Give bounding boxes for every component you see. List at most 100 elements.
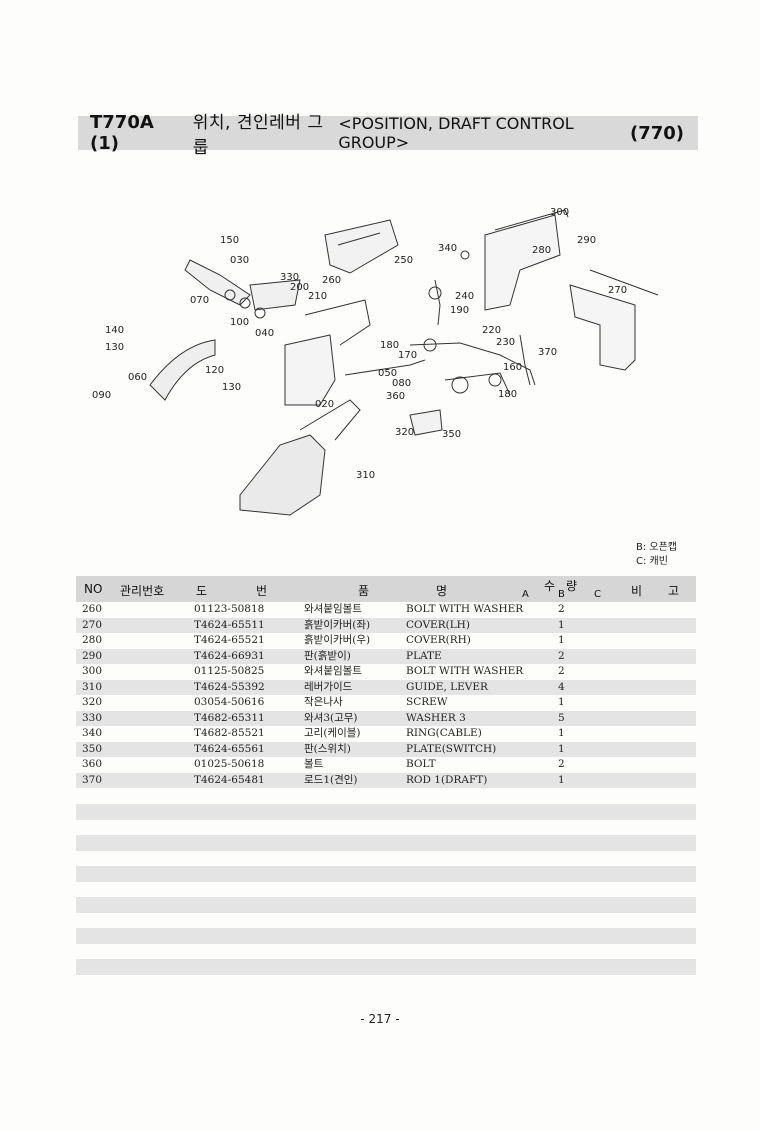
cell-qty: 1 bbox=[558, 696, 565, 708]
cell-part: T4682-85521 bbox=[194, 727, 265, 739]
cell-qty: 1 bbox=[558, 634, 565, 646]
empty-row bbox=[76, 804, 696, 820]
header-no: NO bbox=[84, 582, 103, 596]
callout-130: 130 bbox=[105, 342, 124, 353]
cell-name-kr: 와셔붙임볼트 bbox=[304, 665, 362, 677]
cell-name-en: BOLT bbox=[406, 758, 436, 770]
empty-row bbox=[76, 959, 696, 975]
callout-300: 300 bbox=[550, 207, 569, 218]
cell-qty: 2 bbox=[558, 758, 565, 770]
cell-qty: 1 bbox=[558, 773, 565, 786]
empty-row bbox=[76, 835, 696, 851]
empty-row bbox=[76, 866, 696, 882]
header-drawing-1: 도 bbox=[196, 584, 208, 598]
cell-name-kr: 고리(케이블) bbox=[304, 727, 361, 739]
cell-part: 03054-50616 bbox=[194, 696, 265, 708]
cell-name-en: BOLT WITH WASHER bbox=[406, 665, 524, 677]
cell-name-kr: 와셔붙임볼트 bbox=[304, 603, 362, 615]
cell-no: 270 bbox=[82, 618, 103, 631]
cell-qty: 2 bbox=[558, 649, 565, 662]
cell-name-kr: 흙받이카버(우) bbox=[304, 634, 371, 646]
callout-360: 360 bbox=[386, 391, 405, 402]
empty-row bbox=[76, 897, 696, 913]
cell-part: T4624-65521 bbox=[194, 634, 265, 646]
callout-370: 370 bbox=[538, 347, 557, 358]
cell-name-en: SCREW bbox=[406, 696, 448, 708]
cell-no: 360 bbox=[82, 758, 103, 770]
table-row: 280 T4624-65521 흙받이카버(우) COVER(RH) 1 bbox=[76, 633, 696, 649]
cell-no: 370 bbox=[82, 773, 103, 786]
cell-name-kr: 판(흙받이) bbox=[304, 649, 351, 662]
cell-name-en: PLATE bbox=[406, 649, 442, 662]
callout-190: 190 bbox=[450, 305, 469, 316]
cell-name-en: ROD 1(DRAFT) bbox=[406, 773, 488, 786]
cell-no: 280 bbox=[82, 634, 103, 646]
section-title-kr: 위치, 견인레버 그룹 bbox=[192, 113, 324, 158]
cell-no: 310 bbox=[82, 680, 103, 693]
cell-name-en: BOLT WITH WASHER bbox=[406, 603, 524, 615]
cell-part: T4624-66931 bbox=[194, 649, 265, 662]
cell-no: 290 bbox=[82, 649, 103, 662]
callout-200: 200 bbox=[290, 282, 309, 293]
callout-090: 090 bbox=[92, 390, 111, 401]
cell-no: 320 bbox=[82, 696, 103, 708]
header-mgmt: 관리번호 bbox=[120, 584, 165, 598]
page-number: - 217 - bbox=[360, 1012, 400, 1026]
callout-210: 210 bbox=[308, 291, 327, 302]
diagram-svg: 300 290 280 340 150 030 250 330 200 260 … bbox=[92, 207, 659, 516]
cell-name-en: PLATE(SWITCH) bbox=[406, 742, 497, 755]
table-row: 290 T4624-66931 판(흙받이) PLATE 2 bbox=[76, 648, 696, 664]
callout-180b: 180 bbox=[498, 389, 517, 400]
callout-070: 070 bbox=[190, 295, 209, 306]
header-remark-1: 비 bbox=[631, 584, 643, 598]
header-drawing-2: 번 bbox=[256, 584, 268, 598]
callout-040: 040 bbox=[255, 328, 274, 339]
callout-230: 230 bbox=[496, 337, 515, 348]
header-qty-b: B bbox=[558, 589, 565, 600]
legend: B: 오픈캡 C: 캐빈 bbox=[636, 541, 677, 569]
callout-100: 100 bbox=[230, 317, 249, 328]
callout-050: 050 bbox=[378, 368, 397, 379]
callout-170: 170 bbox=[398, 350, 417, 361]
title-bar: T770A (1) 위치, 견인레버 그룹 <POSITION, DRAFT C… bbox=[78, 112, 698, 158]
header-name-2: 명 bbox=[436, 584, 448, 598]
header-qty-a: A bbox=[522, 589, 529, 600]
callout-180: 180 bbox=[380, 340, 399, 351]
cell-name-kr: 작은나사 bbox=[304, 696, 343, 708]
callout-060: 060 bbox=[128, 372, 147, 383]
cell-no: 260 bbox=[82, 603, 103, 615]
cell-name-en: COVER(LH) bbox=[406, 618, 470, 631]
header-qty-c: C bbox=[594, 589, 601, 600]
table-row: 320 03054-50616 작은나사 SCREW 1 bbox=[76, 695, 696, 711]
callout-310: 310 bbox=[356, 470, 375, 481]
exploded-parts-diagram: 300 290 280 340 150 030 250 330 200 260 … bbox=[80, 195, 700, 535]
cell-part: 01123-50818 bbox=[194, 603, 265, 615]
cell-name-kr: 로드1(견인) bbox=[304, 773, 358, 786]
callout-030: 030 bbox=[230, 255, 249, 266]
callout-130b: 130 bbox=[222, 382, 241, 393]
cell-name-en: GUIDE, LEVER bbox=[406, 680, 488, 693]
callout-320: 320 bbox=[395, 427, 414, 438]
callout-270: 270 bbox=[608, 285, 627, 296]
callout-250: 250 bbox=[394, 255, 413, 266]
callout-290: 290 bbox=[577, 235, 596, 246]
callout-140: 140 bbox=[105, 325, 124, 336]
cell-qty: 1 bbox=[558, 727, 565, 739]
callout-240: 240 bbox=[455, 291, 474, 302]
cell-name-kr: 레버가이드 bbox=[304, 680, 353, 693]
callout-160: 160 bbox=[503, 362, 522, 373]
callout-280: 280 bbox=[532, 245, 551, 256]
cell-part: T4624-65561 bbox=[194, 742, 265, 755]
cell-name-en: COVER(RH) bbox=[406, 634, 471, 646]
cell-qty: 1 bbox=[558, 618, 565, 631]
